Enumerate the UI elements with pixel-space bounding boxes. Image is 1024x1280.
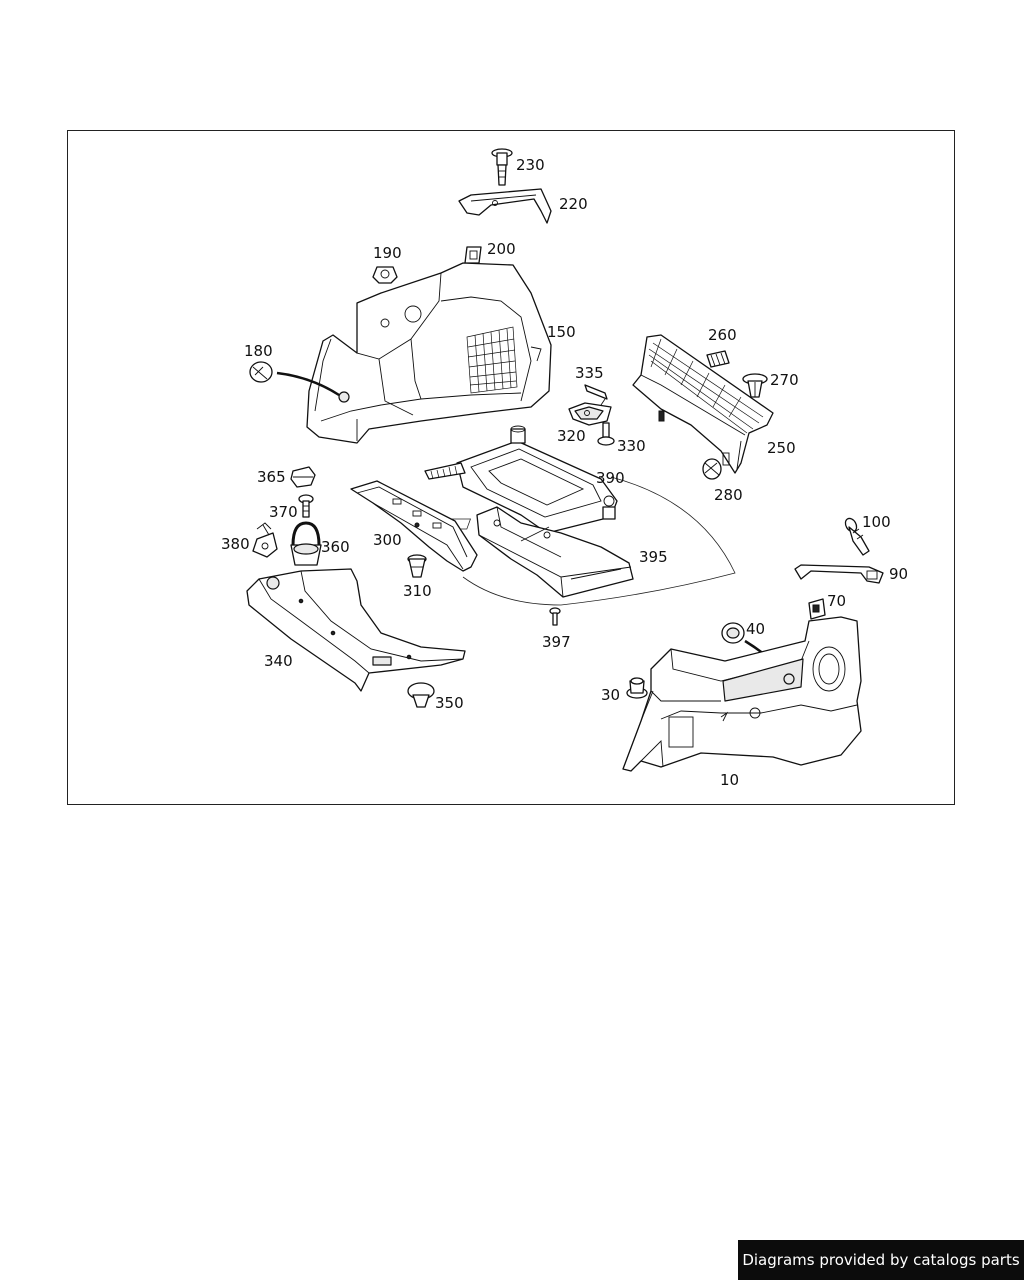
label-390: 390	[596, 469, 625, 487]
label-230: 230	[516, 156, 545, 174]
part-340-floor-cover[interactable]	[246, 568, 466, 692]
label-280: 280	[714, 486, 743, 504]
leader-180	[276, 371, 340, 397]
part-10-right-trim-panel[interactable]	[622, 616, 862, 772]
label-300: 300	[373, 531, 402, 549]
footer-credit-text: Diagrams provided by catalogs parts	[742, 1251, 1020, 1269]
label-320: 320	[557, 427, 586, 445]
label-330: 330	[617, 437, 646, 455]
label-270: 270	[770, 371, 799, 389]
part-260-clip[interactable]	[706, 350, 730, 368]
callout-labels: 230 220 200 190 150 180 260 270 335 320 …	[221, 156, 908, 789]
part-395-tray[interactable]	[476, 506, 634, 598]
label-380: 380	[221, 535, 250, 553]
part-70-clip[interactable]	[808, 598, 826, 620]
part-180-cap[interactable]	[249, 361, 273, 383]
part-280-grommet[interactable]	[702, 458, 722, 480]
part-310-clip[interactable]	[407, 554, 427, 578]
label-335: 335	[575, 364, 604, 382]
label-220: 220	[559, 195, 588, 213]
label-190: 190	[373, 244, 402, 262]
part-380-hook[interactable]	[252, 522, 278, 558]
label-180: 180	[244, 342, 273, 360]
part-150-left-trim-panel[interactable]	[306, 262, 552, 444]
label-100: 100	[862, 513, 891, 531]
part-190-nut[interactable]	[372, 266, 398, 284]
part-230-push-pin[interactable]	[491, 148, 513, 186]
part-320-latch[interactable]	[568, 398, 612, 426]
label-200: 200	[487, 240, 516, 258]
label-360: 360	[321, 538, 350, 556]
label-370: 370	[269, 503, 298, 521]
part-40-cover[interactable]	[721, 622, 745, 644]
part-370-screw[interactable]	[298, 494, 314, 518]
part-365-cover[interactable]	[290, 466, 316, 488]
label-70: 70	[827, 592, 846, 610]
label-340: 340	[264, 652, 293, 670]
label-10: 10	[720, 771, 739, 789]
part-390-floor-panel[interactable]	[424, 425, 618, 534]
label-260: 260	[708, 326, 737, 344]
part-330-bolt[interactable]	[597, 422, 615, 446]
part-300-rail[interactable]	[350, 480, 478, 572]
part-335-strap[interactable]	[584, 384, 608, 400]
diagram-frame: 230 220 200 190 150 180 260 270 335 320 …	[67, 130, 955, 805]
label-310: 310	[403, 582, 432, 600]
label-30: 30	[601, 686, 620, 704]
label-397: 397	[542, 633, 571, 651]
footer-credit-badge: Diagrams provided by catalogs parts	[738, 1240, 1024, 1280]
label-250: 250	[767, 439, 796, 457]
part-100-pin[interactable]	[843, 516, 870, 556]
label-90: 90	[889, 565, 908, 583]
part-30-push-pin[interactable]	[626, 677, 648, 699]
part-250-sill-panel[interactable]	[632, 334, 774, 474]
part-90-bracket[interactable]	[794, 564, 884, 584]
part-397-screw[interactable]	[549, 607, 561, 626]
label-395: 395	[639, 548, 668, 566]
part-360-lashing-eye[interactable]	[290, 521, 322, 566]
part-220-bracket[interactable]	[458, 188, 552, 224]
label-40: 40	[746, 620, 765, 638]
label-150: 150	[547, 323, 576, 341]
part-270-rivet[interactable]	[742, 373, 768, 398]
part-200-clip[interactable]	[464, 246, 482, 264]
part-350-push-clip[interactable]	[407, 682, 435, 708]
floor-outline	[462, 476, 736, 606]
parts-diagram: 230 220 200 190 150 180 260 270 335 320 …	[221, 148, 908, 789]
label-365: 365	[257, 468, 286, 486]
label-350: 350	[435, 694, 464, 712]
